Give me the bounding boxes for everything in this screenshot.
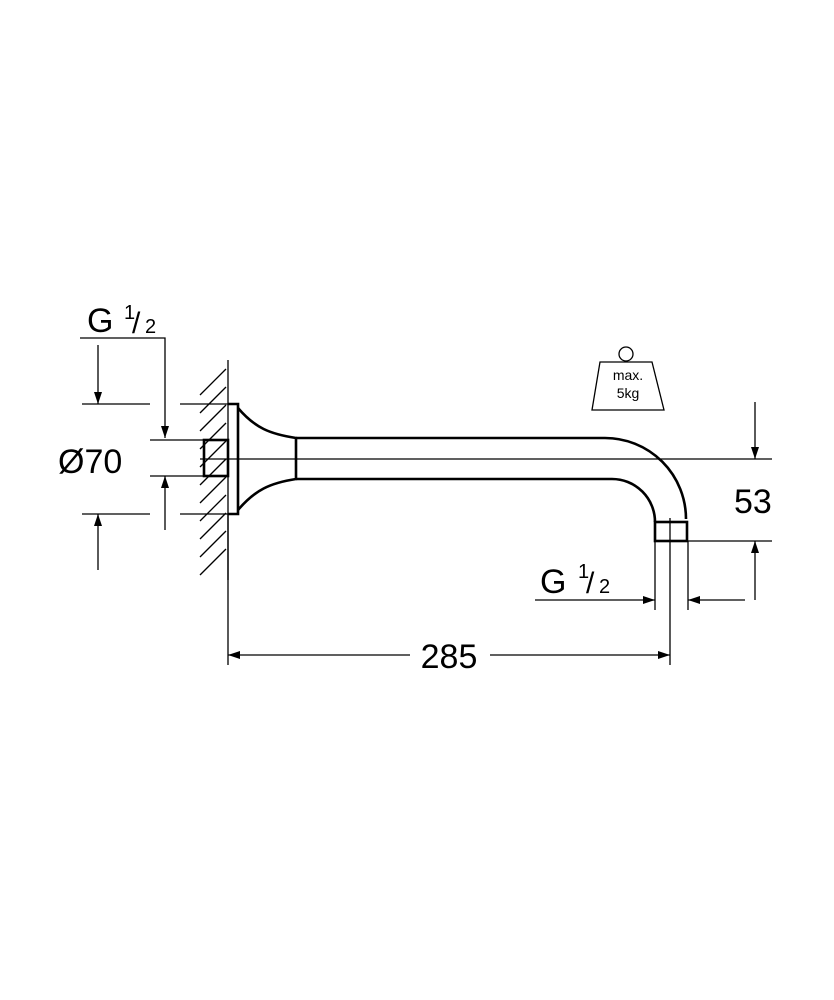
pipe xyxy=(296,436,689,543)
thread-numerator: 1 xyxy=(578,561,589,583)
hatch-line xyxy=(199,548,227,576)
inlet-thread-label: G 1 / 2 xyxy=(87,302,156,340)
length-label: 285 xyxy=(421,638,478,676)
outlet-thread-label: G 1 / 2 xyxy=(540,561,610,601)
thread-denominator: 2 xyxy=(599,576,610,598)
weight-value-label: 5kg xyxy=(617,385,640,401)
drop-label: 53 xyxy=(734,483,772,521)
weight-icon: max. 5kg xyxy=(591,346,665,411)
hatch-line xyxy=(199,368,227,396)
thread-denominator: 2 xyxy=(145,316,156,338)
hatch-line xyxy=(199,512,227,540)
hatch-line xyxy=(199,458,227,486)
weight-max-label: max. xyxy=(613,367,643,383)
hatch-line xyxy=(199,494,227,522)
center-lines xyxy=(200,458,772,665)
hatch-line xyxy=(199,404,227,432)
thread-prefix: G xyxy=(87,302,113,340)
hatch-line xyxy=(199,530,227,558)
diameter-label: Ø70 xyxy=(58,443,122,481)
dimension-lines xyxy=(80,337,772,665)
thread-slash: / xyxy=(586,567,595,600)
thread-prefix: G xyxy=(540,563,566,601)
hatch-line xyxy=(199,386,227,414)
thread-slash: / xyxy=(132,307,141,340)
thread-numerator: 1 xyxy=(124,302,135,324)
hatch-line xyxy=(199,476,227,504)
